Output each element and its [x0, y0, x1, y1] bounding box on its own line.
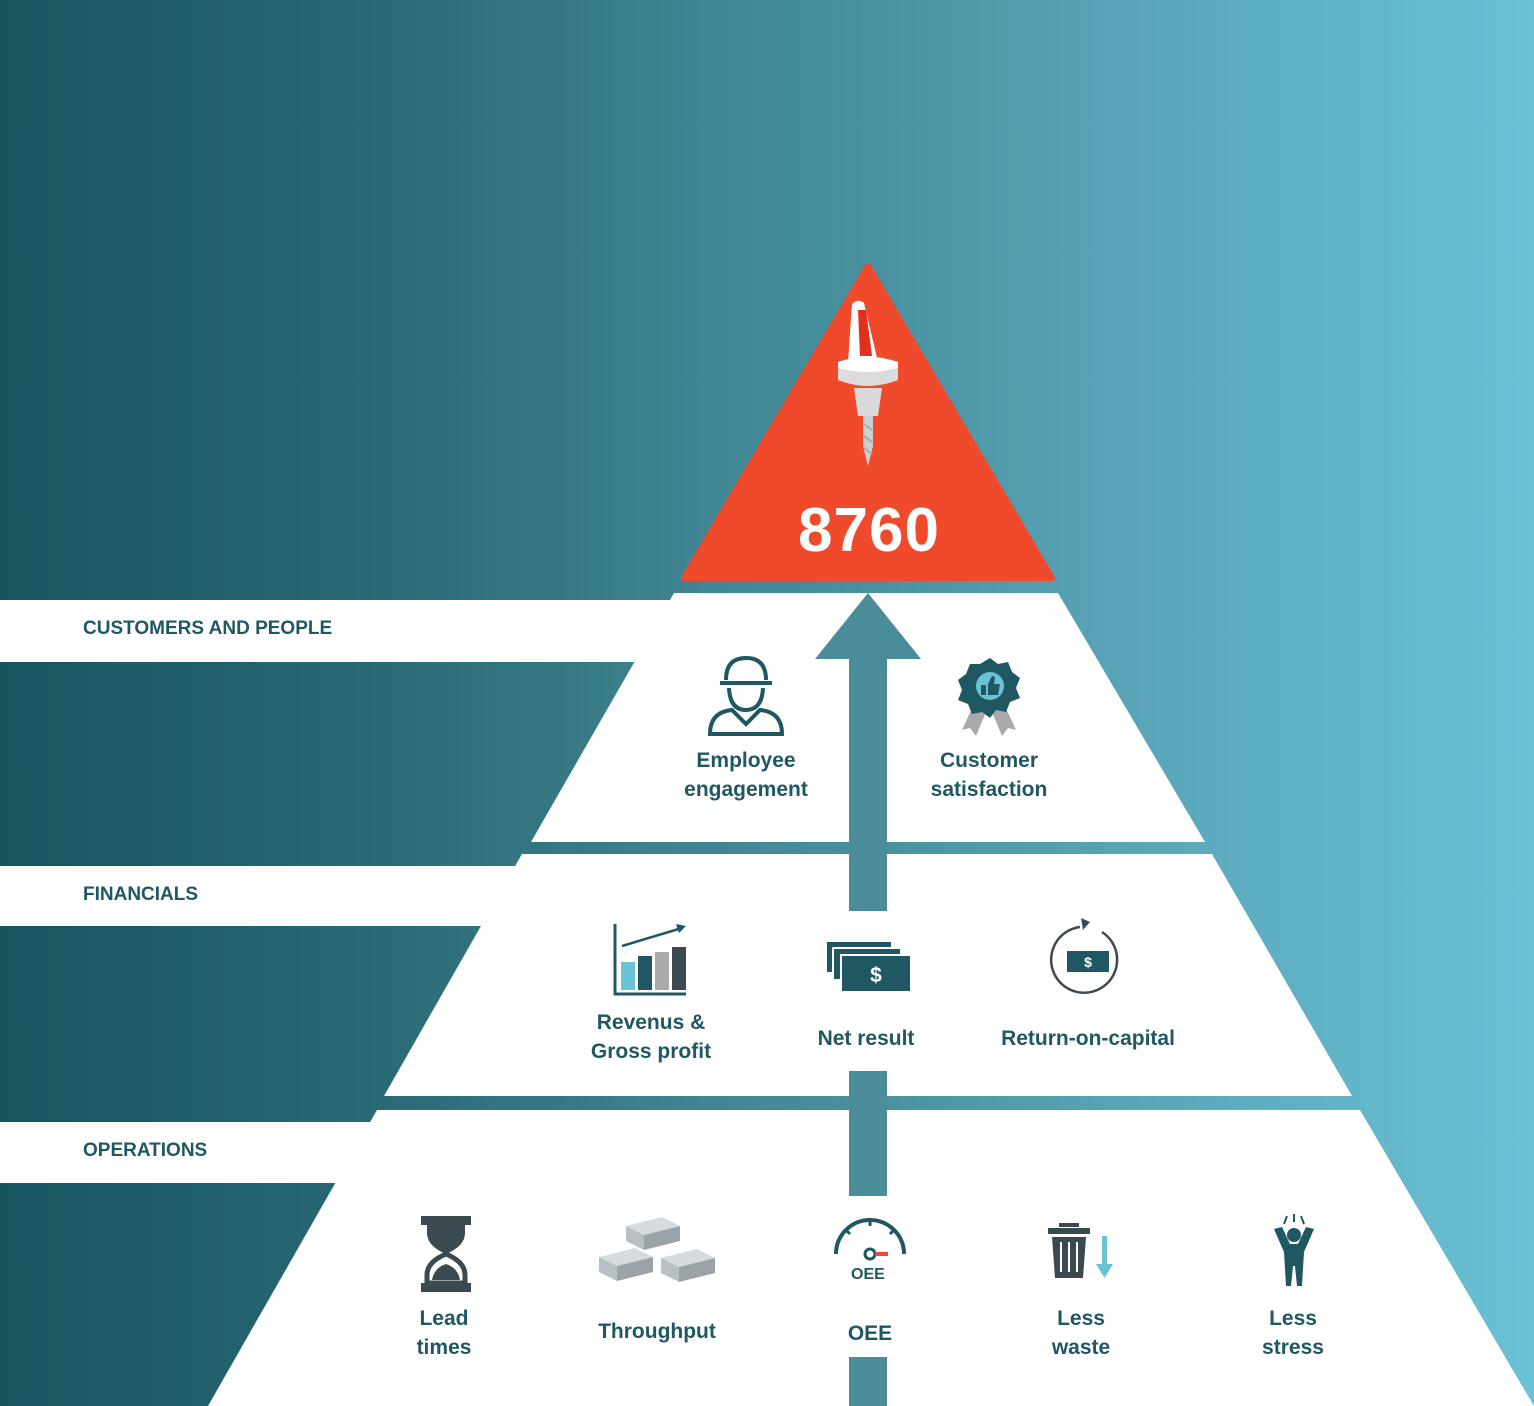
lead-times-text: Lead times	[416, 1307, 472, 1359]
customer-satisfaction-text: Customer satisfaction	[930, 749, 1048, 801]
up-arrow	[815, 593, 921, 1406]
employee-engagement-label: Employee engagement	[646, 746, 846, 804]
trash-down-icon	[1048, 1223, 1113, 1278]
employee-engagement-text: Employee engagement	[684, 749, 808, 801]
gauge-icon	[834, 1218, 906, 1261]
customer-satisfaction-label: Customer satisfaction	[889, 746, 1089, 804]
oee-label: OEE	[847, 1322, 893, 1345]
less-waste-label: Less waste	[1021, 1304, 1141, 1362]
bar-chart-growth-icon	[613, 924, 686, 996]
financials-band	[0, 866, 520, 926]
stressed-person-icon	[1274, 1214, 1314, 1286]
pallets-icon	[599, 1217, 715, 1282]
revenue-gross-profit-label: Revenus & Gross profit	[551, 1008, 751, 1066]
throughput-label: Throughput	[598, 1320, 716, 1343]
less-stress-text: Less stress	[1262, 1307, 1324, 1359]
customers-band	[0, 600, 674, 662]
svg-text:$: $	[870, 964, 882, 987]
award-badge-icon	[958, 658, 1020, 736]
hourglass-icon	[421, 1216, 471, 1292]
operations-band	[0, 1122, 376, 1183]
svg-text:$: $	[1084, 954, 1092, 970]
less-waste-text: Less waste	[1051, 1307, 1111, 1359]
net-result-label: Net result	[817, 1027, 915, 1050]
lead-times-label: Lead times	[384, 1304, 504, 1362]
banknotes-icon: $	[827, 942, 912, 993]
tier-label-customers: CUSTOMERS AND PEOPLE	[83, 618, 333, 639]
tier-label-financials: FINANCIALS	[83, 884, 199, 905]
oee-gauge-text: OEE	[851, 1266, 885, 1283]
worker-helmet-icon	[707, 655, 785, 736]
tier-label-operations: OPERATIONS	[83, 1140, 208, 1161]
return-on-capital-label: Return-on-capital	[1001, 1027, 1175, 1050]
less-stress-label: Less stress	[1233, 1304, 1353, 1362]
peak-number: 8760	[798, 496, 940, 565]
revenue-gross-profit-text: Revenus & Gross profit	[590, 1011, 712, 1063]
drill-icon	[838, 300, 898, 466]
money-cycle-icon: $	[1049, 918, 1119, 994]
